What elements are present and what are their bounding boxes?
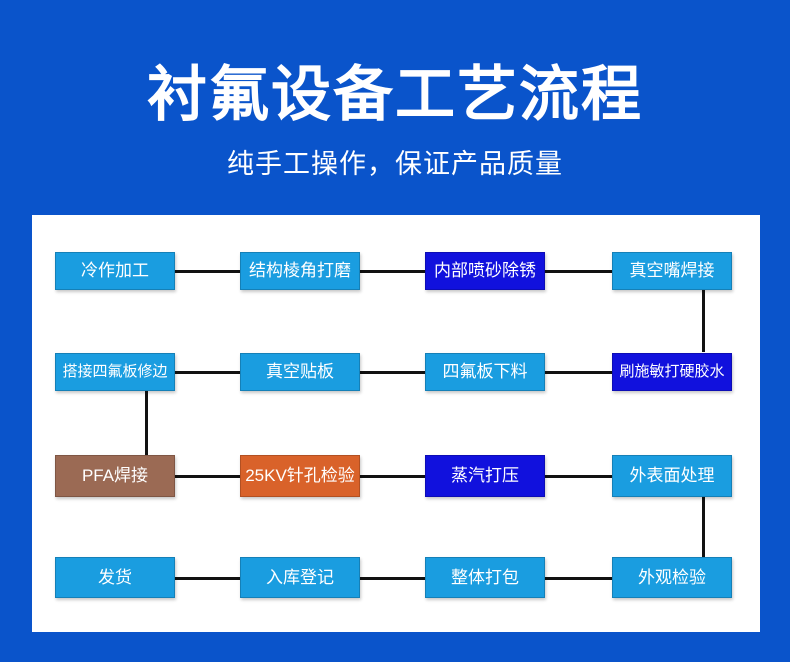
flow-step-fa-huo[interactable]: 发货 <box>55 557 175 598</box>
flow-step-zheng-qi-da-ya[interactable]: 蒸汽打压 <box>425 455 545 497</box>
connector-r1-c2-c3 <box>360 270 425 273</box>
flow-step-nei-bu-pen-sha-chu-xiu[interactable]: 内部喷砂除锈 <box>425 252 545 290</box>
connector-r3-c1-c2 <box>175 475 240 478</box>
flow-step-jie-gou-leng-jiao-da-mo[interactable]: 结构棱角打磨 <box>240 252 360 290</box>
connector-r1-to-r2-right <box>702 290 705 352</box>
page-title: 衬氟设备工艺流程 <box>147 61 643 128</box>
connector-r2-c3-c4 <box>545 371 612 374</box>
flow-step-zhen-kong-tie-ban[interactable]: 真空贴板 <box>240 353 360 391</box>
flow-step-da-jie-si-fu-ban-xiu-bian[interactable]: 搭接四氟板修边 <box>55 353 175 391</box>
header-banner: 衬氟设备工艺流程 纯手工操作，保证产品质量 <box>0 0 790 215</box>
connector-r3-c2-c3 <box>360 475 425 478</box>
page-subtitle: 纯手工操作，保证产品质量 <box>227 149 563 179</box>
connector-r2-c1-c2 <box>175 371 240 374</box>
connector-r3-c3-c4 <box>545 475 612 478</box>
flow-step-25kv-zhen-kong-jian-yan[interactable]: 25KV针孔检验 <box>240 455 360 497</box>
connector-r4-c3-c4 <box>545 577 612 580</box>
connector-r1-c3-c4 <box>545 270 612 273</box>
flow-step-leng-zuo-jia-gong[interactable]: 冷作加工 <box>55 252 175 290</box>
flow-step-wai-biao-mian-chu-li[interactable]: 外表面处理 <box>612 455 732 497</box>
connector-r2-to-r3-left <box>145 391 148 455</box>
flowchart-panel: 冷作加工 结构棱角打磨 内部喷砂除锈 真空嘴焊接 搭接四氟板修边 真空贴板 四氟… <box>32 215 760 632</box>
connector-r1-c1-c2 <box>175 270 240 273</box>
flow-step-wai-guan-jian-yan[interactable]: 外观检验 <box>612 557 732 598</box>
flow-step-shua-shi-min-da-ying-jiao-shui[interactable]: 刷施敏打硬胶水 <box>612 353 732 391</box>
flow-step-zhen-kong-zui-han-jie[interactable]: 真空嘴焊接 <box>612 252 732 290</box>
flow-step-si-fu-ban-xia-liao[interactable]: 四氟板下料 <box>425 353 545 391</box>
connector-r4-c1-c2 <box>175 577 240 580</box>
connector-r2-c2-c3 <box>360 371 425 374</box>
flow-step-zheng-ti-da-bao[interactable]: 整体打包 <box>425 557 545 598</box>
flow-step-ru-ku-deng-ji[interactable]: 入库登记 <box>240 557 360 598</box>
flow-step-pfa-han-jie[interactable]: PFA焊接 <box>55 455 175 497</box>
connector-r4-c2-c3 <box>360 577 425 580</box>
connector-r3-to-r4-right <box>702 495 705 557</box>
